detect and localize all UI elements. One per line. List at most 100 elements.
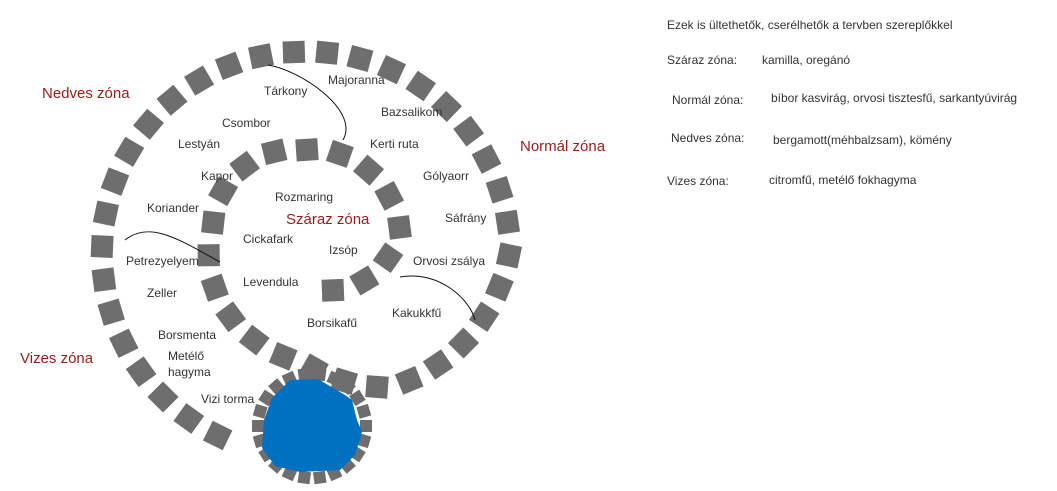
zone-label-wet: Vizes zóna — [20, 350, 94, 367]
plant-label: Kerti ruta — [370, 137, 419, 151]
stone — [315, 40, 340, 65]
stone — [173, 403, 205, 434]
stone — [372, 242, 404, 274]
stone — [376, 55, 406, 85]
pond-stone — [297, 470, 312, 485]
stone — [92, 200, 119, 227]
stone — [352, 154, 385, 186]
stone — [468, 301, 500, 332]
note-zone: Száraz zóna: — [667, 53, 738, 67]
stone — [90, 235, 114, 258]
plant-label: Bazsalikom — [381, 105, 443, 119]
stone — [453, 115, 484, 147]
pond-stone — [252, 403, 268, 419]
stone — [97, 298, 125, 326]
pond-stone — [349, 389, 366, 407]
connector-line — [399, 275, 476, 321]
pond-stone — [356, 403, 372, 419]
pond — [252, 367, 372, 485]
plant-label: Lestyán — [178, 137, 221, 151]
stone — [147, 381, 179, 413]
stone — [215, 301, 247, 333]
note-plants: kamilla, oregánó — [762, 53, 851, 67]
plant-label: Kapor — [201, 169, 234, 183]
note-plants: bergamott(méhbalzsam), kömény — [773, 133, 952, 147]
stone — [422, 349, 454, 380]
stone — [202, 420, 233, 451]
stone — [229, 150, 261, 182]
stone — [156, 84, 188, 116]
plant-label: Levendula — [243, 275, 299, 289]
plant-label: Csombor — [222, 116, 271, 130]
pond-stone — [297, 367, 312, 382]
stone — [208, 176, 239, 207]
stone — [100, 167, 130, 196]
stone — [91, 267, 117, 293]
pond-stone — [312, 367, 327, 382]
stone — [114, 136, 145, 167]
stone — [430, 90, 463, 123]
plant-label: Koriander — [147, 201, 200, 215]
stone — [200, 273, 229, 302]
note-zone: Normál zóna: — [672, 93, 744, 107]
stone — [260, 138, 288, 166]
plant-label: Metélő — [168, 349, 205, 363]
stone — [268, 342, 298, 371]
zone-label-dry: Száraz zóna — [286, 211, 370, 228]
pond-water — [262, 379, 362, 472]
note-plants: bíbor kasvirág, orvosi tisztesfű, sarkan… — [771, 91, 1018, 105]
pond-stone — [338, 378, 356, 396]
stone — [494, 209, 521, 235]
plant-label: Vizi torma — [201, 392, 255, 406]
stone — [248, 43, 274, 70]
stone — [405, 70, 436, 102]
stone — [349, 265, 380, 296]
connector-line — [267, 64, 347, 141]
stone — [125, 356, 157, 388]
stone — [282, 40, 306, 64]
note-plants: citromfű, metélő fokhagyma — [769, 173, 917, 187]
plant-label: Majoranna — [328, 73, 385, 87]
plant-label: Zeller — [147, 286, 178, 300]
plant-label: Orvosi zsálya — [413, 254, 486, 268]
pond-stone — [326, 370, 343, 387]
plant-label: Rozmaring — [275, 190, 334, 204]
stone — [447, 327, 480, 359]
spiral-stone-wall — [90, 40, 523, 451]
stone — [184, 65, 215, 96]
zone-label-normal: Normál zóna — [520, 138, 606, 155]
plant-label: Tárkony — [264, 84, 308, 98]
stone — [485, 175, 514, 204]
stone — [485, 272, 514, 302]
stone — [214, 51, 244, 81]
plant-label: Cickafark — [243, 232, 294, 246]
notes-title: Ezek is ültethetők, cserélhetők a tervbe… — [667, 18, 953, 32]
plant-label: Izsóp — [329, 243, 358, 257]
stone — [108, 328, 139, 358]
stone — [387, 215, 412, 240]
stone — [374, 181, 405, 211]
pond-stone — [312, 470, 327, 485]
stone — [495, 242, 523, 269]
note-zone: Vizes zóna: — [667, 174, 729, 188]
plant-label: Kakukkfű — [392, 306, 442, 320]
plant-label: Borsikafű — [307, 316, 358, 330]
plant-label: Petrezyelyem — [126, 254, 199, 268]
pond-stone — [360, 420, 372, 432]
plant-label: Borsmenta — [158, 328, 217, 342]
stone — [346, 45, 374, 72]
stone — [238, 324, 270, 356]
note-zone: Nedves zóna: — [671, 131, 745, 145]
stone — [325, 139, 354, 168]
pond-stone — [252, 420, 264, 432]
plant-label: Gólyaorr — [423, 169, 470, 183]
stone — [394, 366, 424, 395]
plant-label: hagyma — [168, 365, 211, 379]
stone — [201, 210, 226, 235]
stone — [365, 375, 389, 399]
plant-label: Sáfrány — [445, 211, 487, 225]
zone-label-moist: Nedves zóna — [42, 85, 130, 102]
stone — [471, 144, 502, 174]
stone — [321, 278, 345, 302]
